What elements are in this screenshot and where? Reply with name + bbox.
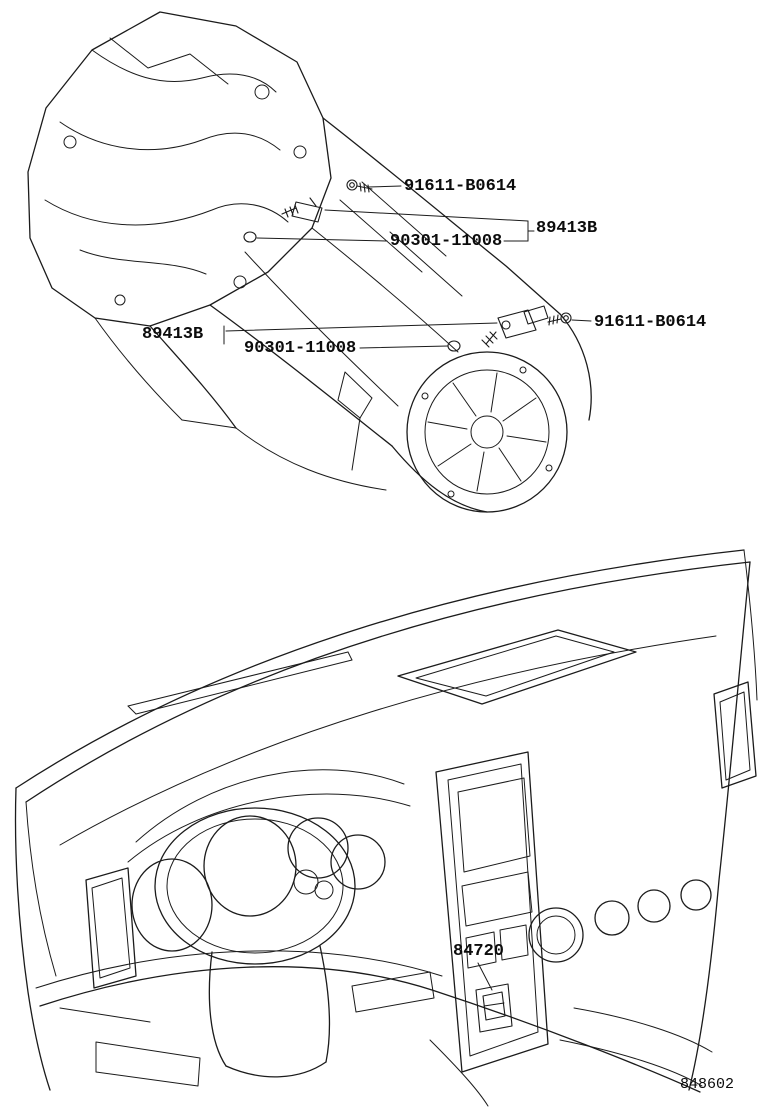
part-label-sensor-top: 89413B: [536, 219, 598, 238]
part-label-oring-top: 90301-11008: [390, 232, 503, 251]
bolt-right-glyph: [547, 312, 572, 326]
sensor-right-glyph: [481, 305, 549, 348]
part-label-sensor-left: 89413B: [142, 325, 204, 344]
figure-code: 848602: [680, 1076, 735, 1093]
dashboard-drawing: [14, 549, 758, 1107]
oring-right-glyph: [447, 340, 461, 352]
sensor-top-glyph: [281, 197, 323, 223]
speed-sensor-parts: [243, 179, 572, 352]
bolt-top-glyph: [346, 179, 373, 193]
part-label-switch: 84720: [453, 942, 505, 961]
transmission-drawing: [27, 11, 592, 513]
leader-lines: [223, 185, 592, 991]
part-label-oring-left: 90301-11008: [244, 339, 357, 358]
oring-top-glyph: [243, 231, 257, 243]
part-label-bolt-right: 91611-B0614: [594, 313, 707, 332]
switch-glyph: [475, 983, 513, 1033]
part-label-bolt-top: 91611-B0614: [404, 177, 517, 196]
